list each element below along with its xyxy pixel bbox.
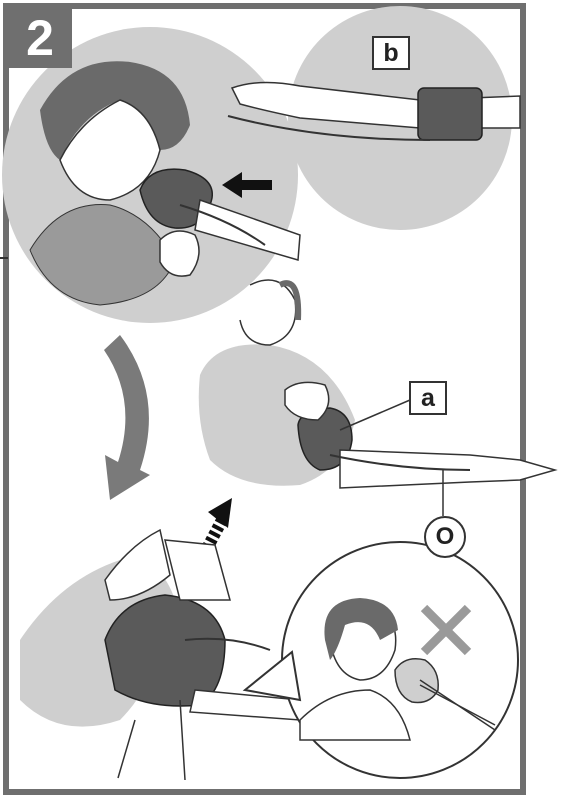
label-a: a [409, 381, 447, 415]
label-b: b [372, 36, 410, 70]
scene-wrap-cuff [2, 27, 300, 323]
label-o: O [424, 516, 466, 558]
step-number-badge: 2 [8, 8, 72, 68]
